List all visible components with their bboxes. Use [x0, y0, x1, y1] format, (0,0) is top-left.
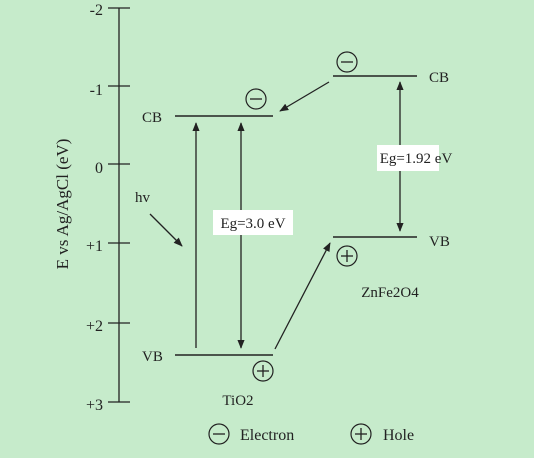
hole-transfer-arrow [274, 242, 331, 350]
legend-electron-label: Electron [240, 427, 294, 444]
legend: Electron Hole [208, 423, 414, 445]
znfe2o4-name: ZnFe2O4 [361, 285, 419, 301]
tick-label-plus1: +1 [86, 238, 103, 255]
legend-hole-icon [350, 423, 372, 445]
electron-transfer-arrow [279, 81, 330, 112]
tick-label-0: 0 [95, 160, 103, 177]
tio2-name: TiO2 [222, 393, 253, 409]
tio2-gap-label: Eg=3.0 eV [220, 216, 285, 232]
tick-label-minus1: -1 [90, 82, 103, 99]
tick-label-plus3: +3 [86, 397, 103, 414]
legend-electron-icon [208, 423, 230, 445]
legend-hole-label: Hole [383, 427, 414, 444]
znfe2o4-vb-label: VB [429, 234, 450, 250]
tio2-cb-label: CB [142, 110, 162, 126]
tick-label-plus2: +2 [86, 318, 103, 335]
tio2-hole-icon [252, 360, 274, 382]
znfe2o4-gap-label: Eg=1.92 eV [380, 151, 453, 167]
axis-title: E vs Ag/AgCl (eV) [53, 139, 72, 270]
tio2-bands: CB VB Eg=3.0 eV hv TiO2 [135, 88, 293, 409]
tio2-electron-icon [245, 88, 267, 110]
tio2-gap-box [213, 210, 293, 235]
energy-axis: -2 -1 0 +1 +2 +3 E vs Ag/AgCl (eV) [53, 2, 130, 414]
znfe2o4-electron-icon [336, 51, 358, 73]
tio2-vb-label: VB [142, 349, 163, 365]
znfe2o4-gap-box [377, 145, 439, 171]
light-label: hv [135, 190, 151, 206]
znfe2o4-hole-icon [336, 245, 358, 267]
znfe2o4-cb-label: CB [429, 70, 449, 86]
tick-label-minus2: -2 [90, 2, 103, 19]
light-arrow [149, 213, 183, 247]
znfe2o4-bands: CB VB Eg=1.92 eV ZnFe2O4 [333, 51, 453, 301]
